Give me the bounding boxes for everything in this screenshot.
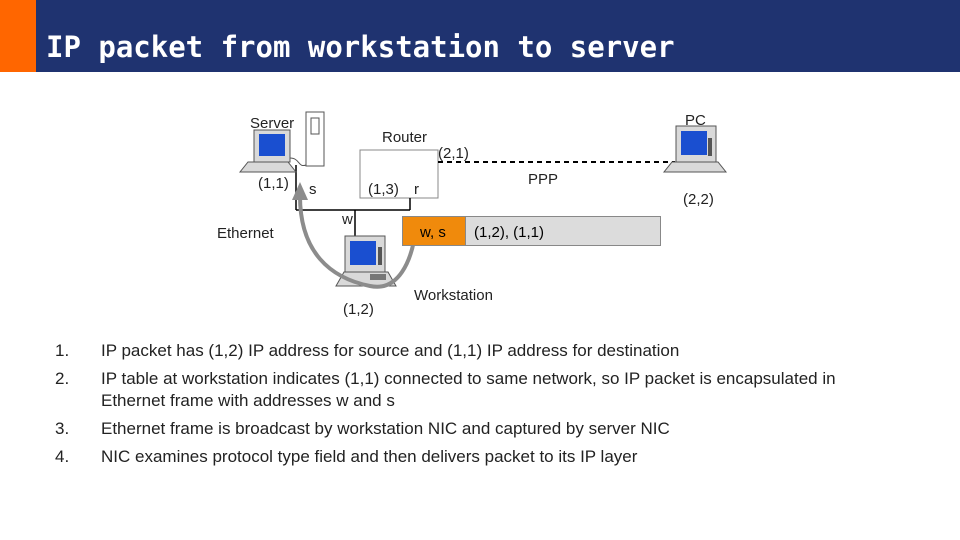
step-number: 2. — [55, 369, 70, 388]
step-text: NIC examines protocol type field and the… — [101, 447, 638, 466]
step-number: 4. — [55, 447, 70, 466]
list-item: 4. NIC examines protocol type field and … — [55, 446, 845, 468]
page-title: IP packet from workstation to server — [46, 30, 675, 64]
server-addr: (1,1) — [258, 175, 289, 192]
server-port-s: s — [309, 181, 317, 198]
server-label: Server — [250, 115, 295, 132]
frame-payload-text: (1,2), (1,1) — [474, 224, 545, 241]
server-computer — [238, 111, 325, 173]
frame-header-cell: w, s — [402, 216, 466, 246]
router-label: Router — [382, 129, 428, 146]
pc-label: PC — [685, 112, 706, 129]
router-ppp-addr: (2,1) — [438, 145, 469, 162]
list-item: 3. Ethernet frame is broadcast by workst… — [55, 418, 845, 440]
list-item: 1. IP packet has (1,2) IP address for so… — [55, 340, 845, 362]
workstation-label: Workstation — [414, 287, 493, 304]
step-text: IP table at workstation indicates (1,1) … — [101, 369, 836, 410]
workstation-port-w: w — [342, 211, 353, 228]
ethernet-label: Ethernet — [217, 225, 274, 242]
title-accent — [0, 0, 36, 72]
router-box — [359, 149, 439, 199]
packet-path-arrow — [298, 195, 418, 289]
title-bar — [36, 0, 960, 72]
workstation-addr: (1,2) — [343, 301, 374, 318]
pc-addr: (2,2) — [683, 191, 714, 208]
packet-path-arrowhead — [292, 182, 308, 200]
step-number: 1. — [55, 341, 70, 360]
frame-payload-cell: (1,2), (1,1) — [466, 216, 661, 246]
step-text: Ethernet frame is broadcast by workstati… — [101, 419, 670, 438]
pc-computer — [662, 125, 728, 173]
router-eth-addr: (1,3) — [368, 181, 399, 198]
workstation-computer — [335, 235, 397, 287]
ppp-label: PPP — [528, 171, 559, 188]
steps-list: 1. IP packet has (1,2) IP address for so… — [55, 340, 845, 474]
frame-header-text: w, s — [420, 224, 446, 241]
list-item: 2. IP table at workstation indicates (1,… — [55, 368, 845, 412]
step-number: 3. — [55, 419, 70, 438]
router-port-r: r — [414, 181, 419, 198]
step-text: IP packet has (1,2) IP address for sourc… — [101, 341, 680, 360]
